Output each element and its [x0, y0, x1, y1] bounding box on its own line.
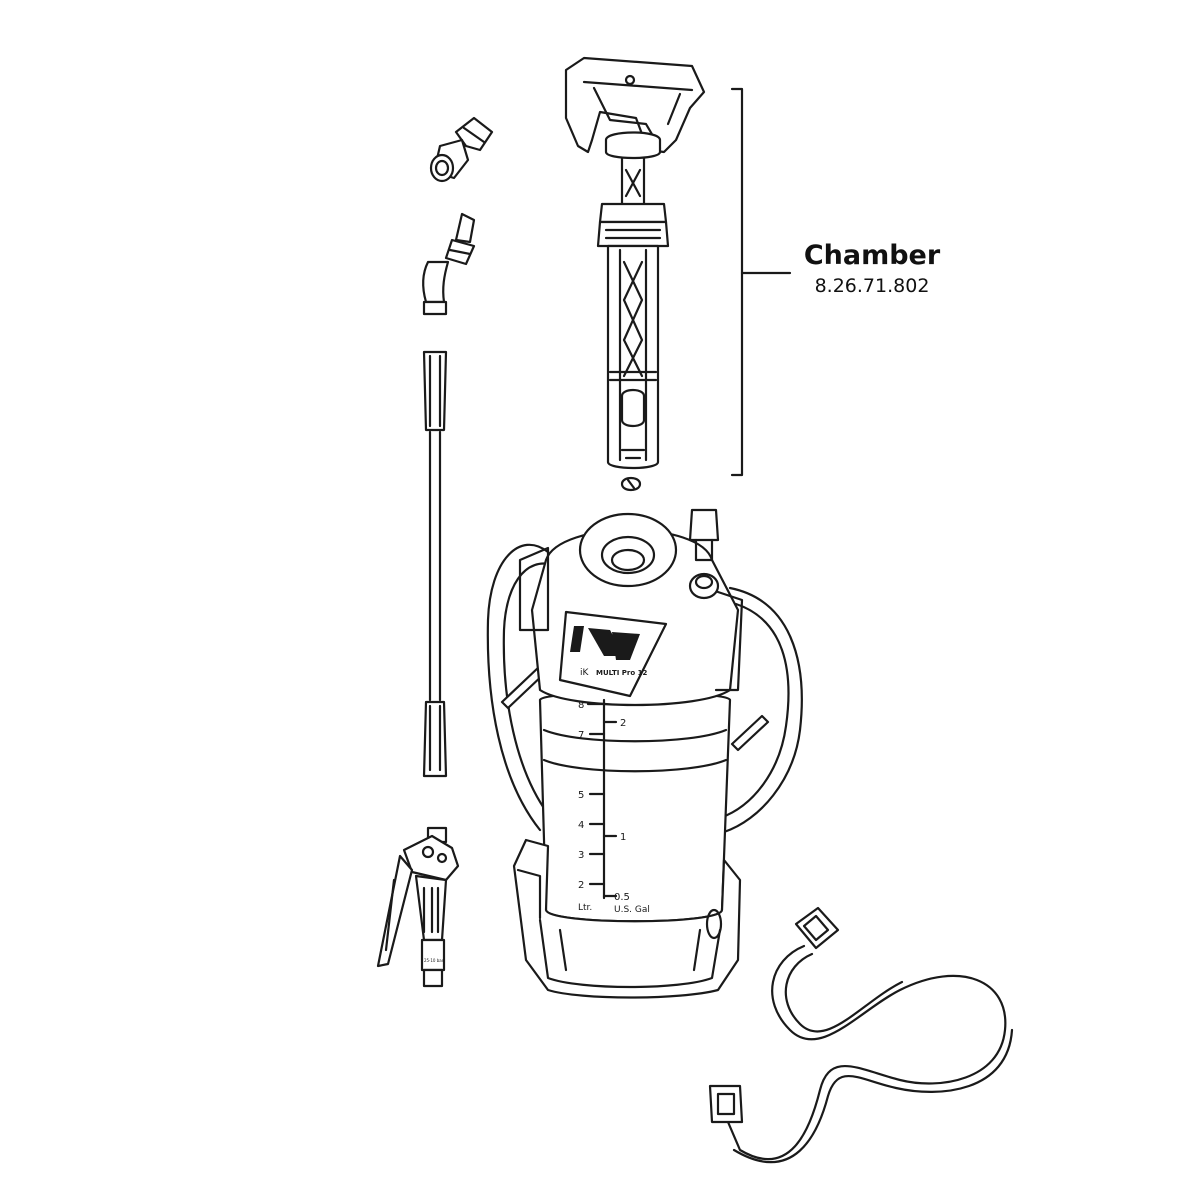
callout-part-number: 8.26.71.802 [815, 275, 930, 297]
chamber-callout: Chamber 8.26.71.802 [804, 240, 941, 297]
svg-text:5: 5 [578, 790, 584, 801]
sprayer-tank: iK MULTI Pro 12 8 7 5 4 3 2 2 1 0.5 Ltr. [486, 508, 803, 999]
gallon-unit-label: U.S. Gal [614, 905, 650, 915]
bent-nozzle [422, 212, 476, 316]
svg-text:7: 7 [578, 730, 584, 741]
gallon-scale: 2 1 0.5 [602, 718, 630, 903]
svg-text:2: 2 [578, 880, 584, 891]
svg-text:3: 3 [578, 850, 584, 861]
svg-text:25·10 bar: 25·10 bar [424, 958, 444, 963]
callout-title: Chamber [804, 240, 941, 271]
liter-scale: 8 7 5 4 3 2 [578, 700, 606, 891]
svg-text:2: 2 [620, 718, 626, 729]
trigger-handle: 25·10 bar [376, 826, 460, 988]
tank-brand-label: iK [580, 668, 590, 678]
liter-unit-label: Ltr. [578, 903, 592, 913]
svg-text:1: 1 [620, 832, 626, 843]
spray-lance [422, 350, 448, 778]
svg-text:4: 4 [578, 820, 584, 831]
chamber-bracket [730, 87, 792, 477]
hose [708, 906, 1014, 1164]
svg-text:0.5: 0.5 [614, 892, 630, 903]
svg-text:8: 8 [578, 700, 584, 711]
tank-model-label: MULTI Pro 12 [596, 669, 647, 677]
pump-chamber [564, 56, 706, 492]
angled-nozzle [429, 116, 494, 183]
